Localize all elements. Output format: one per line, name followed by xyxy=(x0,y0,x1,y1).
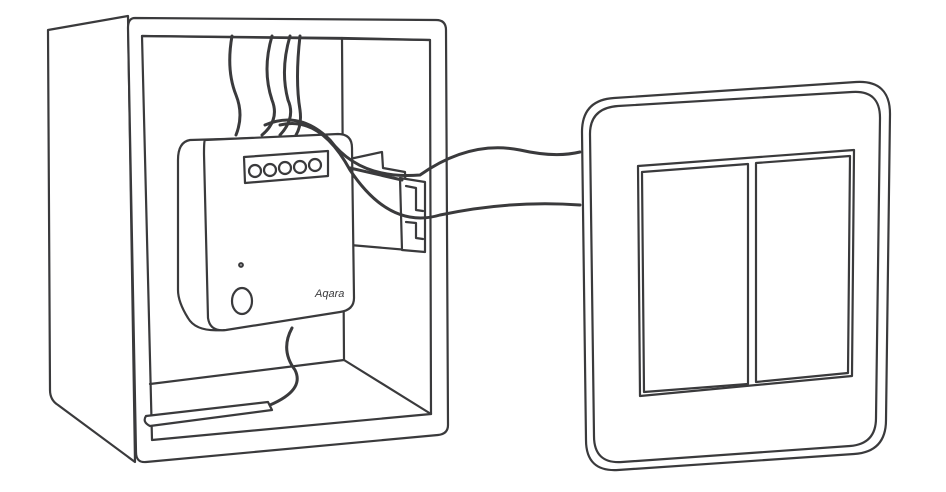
temperature-probe xyxy=(143,326,299,428)
terminal-screws xyxy=(247,157,323,179)
pairing-button[interactable] xyxy=(230,286,254,316)
switch-rocker-right[interactable] xyxy=(754,154,852,384)
switch-rocker-left[interactable] xyxy=(640,162,750,394)
aqara-logo: Aqara xyxy=(314,288,344,300)
switch-wires xyxy=(263,118,582,220)
module-front xyxy=(202,132,356,332)
wall-switch xyxy=(580,80,892,472)
wall-box-side xyxy=(46,14,137,464)
led-indicator xyxy=(238,262,244,268)
switch-plate-inner xyxy=(588,90,882,464)
relay-module: Aqara xyxy=(176,132,356,332)
wall-box-edges xyxy=(340,36,433,416)
switch-frame xyxy=(636,148,856,398)
